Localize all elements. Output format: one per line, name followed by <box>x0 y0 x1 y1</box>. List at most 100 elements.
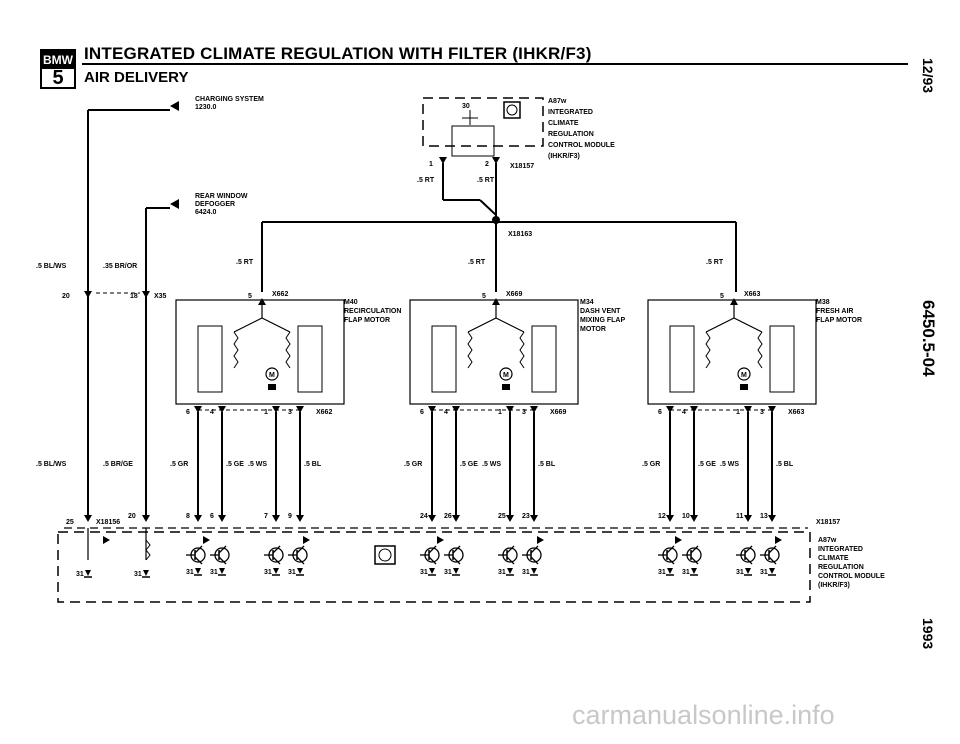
ground-label: 31 <box>210 569 218 576</box>
connector-label: X18163 <box>508 231 532 238</box>
pin-icon <box>428 406 436 413</box>
transistor-icon <box>194 545 203 554</box>
ground-icon <box>429 568 435 574</box>
wire-label: .5 WS <box>720 461 739 468</box>
control-module-label: CONTROL MODULE <box>548 142 615 149</box>
connector-label: X18156 <box>96 519 120 526</box>
defogger-label: DEFOGGER <box>195 201 235 208</box>
pin-label: 7 <box>264 513 268 520</box>
motor-symbol: M <box>269 372 275 379</box>
resistor-icon <box>145 539 151 561</box>
ground-icon <box>143 570 149 576</box>
motor-box-m40 <box>175 299 345 405</box>
pin-label: 3 <box>760 409 764 416</box>
pin-icon <box>744 406 752 413</box>
motor-pot <box>197 325 223 393</box>
pin-label: 6 <box>420 409 424 416</box>
wire-label: .5 GE <box>698 461 716 468</box>
pin-icon <box>690 406 698 413</box>
pin-icon <box>84 291 92 298</box>
wire-rt <box>479 199 497 216</box>
control-module-bottom-label: INTEGRATED <box>818 546 863 553</box>
motor-label-m40: RECIRCULATION <box>344 308 401 315</box>
arrow-icon <box>170 101 179 111</box>
ground-icon <box>453 568 459 574</box>
arrow-icon <box>303 536 310 544</box>
pin-label: 25 <box>66 519 74 526</box>
side-year: 1993 <box>920 618 936 650</box>
resistor-icon <box>705 331 711 369</box>
pin-label: 20 <box>128 513 136 520</box>
wire-label: .5 GE <box>226 461 244 468</box>
transistor-icon <box>218 556 227 565</box>
charging-system-label: 1230.0 <box>195 104 217 111</box>
pin-icon <box>218 515 226 522</box>
transistor-icon <box>218 545 227 554</box>
motor-label-m38: FLAP MOTOR <box>816 317 862 324</box>
pin-icon <box>492 298 500 305</box>
control-module-label: A87w <box>548 98 567 105</box>
pin-icon <box>666 406 674 413</box>
pin-label: 26 <box>444 513 452 520</box>
page-title: INTEGRATED CLIMATE REGULATION WITH FILTE… <box>84 44 592 63</box>
arrow-icon <box>437 536 444 544</box>
wire-label: .5 RT <box>706 259 724 266</box>
pin-icon <box>439 157 447 164</box>
transistor-icon <box>744 556 753 565</box>
ground-icon <box>507 568 513 574</box>
transistor-icon <box>530 556 539 565</box>
pin-label: 1 <box>736 409 740 416</box>
connector-label: X18157 <box>816 519 840 526</box>
arrow-icon <box>675 536 682 544</box>
wire-label: .5 BL <box>538 461 556 468</box>
motor-pot <box>669 325 695 393</box>
pin-label: 20 <box>62 293 70 300</box>
pin-label: 4 <box>210 409 214 416</box>
wire-label: .5 WS <box>248 461 267 468</box>
ground-icon <box>531 568 537 574</box>
pin-label: 4 <box>682 409 686 416</box>
motor-label-m40: M40 <box>344 299 358 306</box>
pin-icon <box>142 515 150 522</box>
transistor-icon <box>690 545 699 554</box>
transistor-icon <box>194 556 203 565</box>
resistor-icon <box>285 331 291 369</box>
control-module-label: (IHKR/F3) <box>548 153 580 160</box>
pin-label: 9 <box>288 513 292 520</box>
pin-icon <box>296 515 304 522</box>
control-module-label: CLIMATE <box>548 120 579 127</box>
defogger-label: 6424.0 <box>195 209 217 216</box>
connector-label: X662 <box>316 409 332 416</box>
wire-label: .5 RT <box>468 259 486 266</box>
pin-label: 5 <box>248 293 252 300</box>
transistor-icon <box>452 545 461 554</box>
wire-label: .5 BL <box>776 461 794 468</box>
arrow-icon <box>775 536 782 544</box>
pin-icon <box>194 406 202 413</box>
pin-icon <box>530 406 538 413</box>
motor-brush-icon <box>740 384 748 390</box>
motor-icon <box>499 367 513 381</box>
pin-icon <box>452 406 460 413</box>
pin-label: 4 <box>444 409 448 416</box>
pin-icon <box>730 298 738 305</box>
bmw-5-logo: BMW 5 <box>40 49 76 89</box>
wire-label: .5 BL/WS <box>36 263 67 270</box>
motor-wire <box>261 317 291 333</box>
control-module-bottom-label: CONTROL MODULE <box>818 573 885 580</box>
transistor-icon <box>690 556 699 565</box>
pin-icon <box>768 406 776 413</box>
ground-label: 31 <box>420 569 428 576</box>
transistor-icon <box>272 556 281 565</box>
control-module-bottom-label: CLIMATE <box>818 555 849 562</box>
pin-label: 12 <box>658 513 666 520</box>
ground-icon <box>769 568 775 574</box>
wire-label: .5 RT <box>417 177 435 184</box>
ground-label: 31 <box>658 569 666 576</box>
control-module-box <box>422 97 544 147</box>
transistor-icon <box>506 545 515 554</box>
resistor-icon <box>519 331 525 369</box>
ground-label: 31 <box>76 571 84 578</box>
motor-label-m34: M34 <box>580 299 594 306</box>
